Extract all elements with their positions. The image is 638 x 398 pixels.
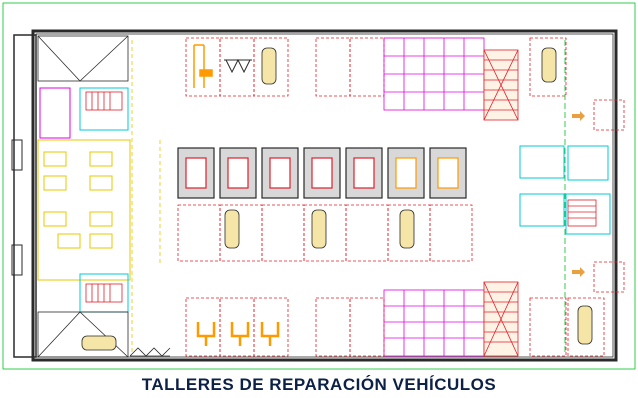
office-desks xyxy=(43,151,113,249)
lift-icon xyxy=(193,44,213,88)
truss-sketch xyxy=(129,347,171,357)
plan-caption: TALLERES DE REPARACIÓN VEHÍCULOS xyxy=(141,375,497,394)
skylight-panels xyxy=(37,35,129,358)
car-icon xyxy=(81,47,593,351)
floor-plan xyxy=(2,2,636,370)
arrow-icon xyxy=(572,111,585,277)
storage-rack-bottom xyxy=(383,289,485,357)
stair-icon xyxy=(85,91,597,303)
engine-hoist xyxy=(224,58,252,74)
lift-cars xyxy=(185,157,459,189)
paint-booth-bottom xyxy=(483,281,519,357)
parking-stalls-right xyxy=(529,37,625,357)
site-boundary xyxy=(2,2,636,370)
parking-stalls-center xyxy=(177,204,473,357)
parking-stalls-top-left xyxy=(185,37,385,97)
paint-booth-top xyxy=(483,49,519,121)
office-annex xyxy=(11,34,131,358)
service-rooms xyxy=(519,145,611,235)
storage-rack-top xyxy=(383,37,485,111)
two-post-lifts-bottom xyxy=(196,322,280,346)
interior-lines xyxy=(131,40,161,352)
